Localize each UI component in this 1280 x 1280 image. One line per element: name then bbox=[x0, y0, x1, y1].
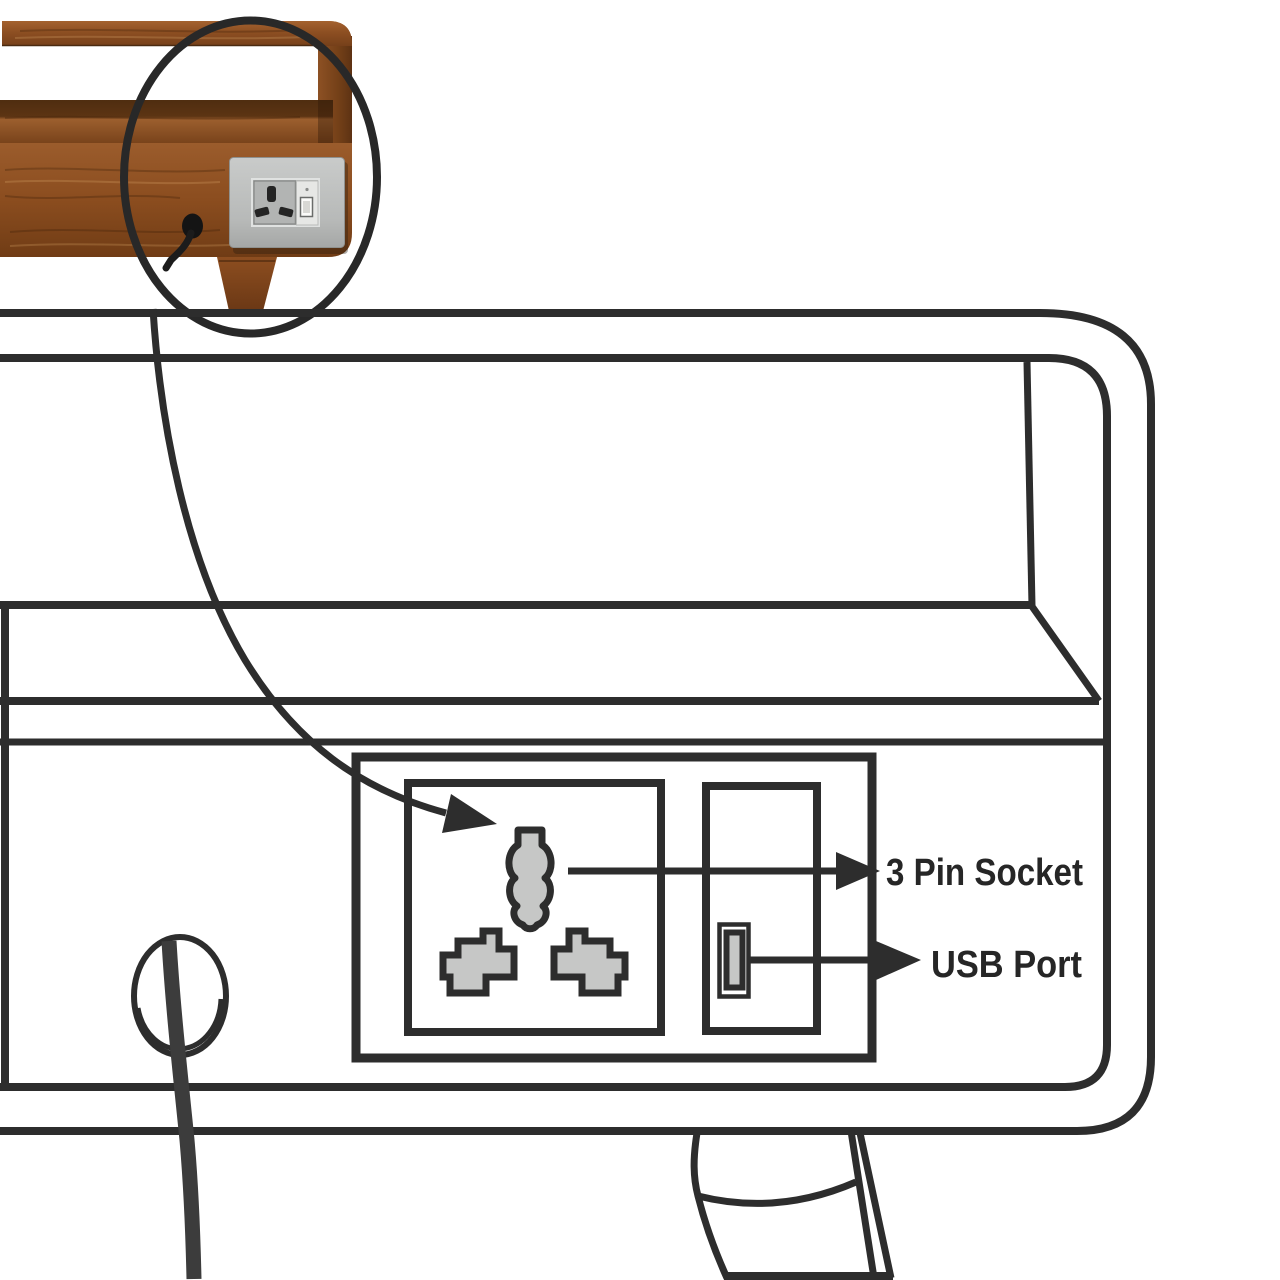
earth-pin-glyph-icon bbox=[505, 826, 555, 933]
label-3-pin-socket: 3 Pin Socket bbox=[886, 852, 1083, 894]
leg-right-inner-edge bbox=[847, 1130, 878, 1279]
photo-cable-hole bbox=[182, 213, 203, 239]
usb-tongue bbox=[303, 201, 310, 213]
usb-glyph-inner-icon bbox=[723, 929, 746, 991]
left-pin-glyph-icon bbox=[439, 927, 518, 997]
usb-box bbox=[702, 782, 821, 1035]
leg-left-edge bbox=[690, 1132, 731, 1280]
drawing-power-cable bbox=[161, 940, 202, 1280]
three-pin-box bbox=[404, 779, 665, 1036]
leg-right-outer-edge bbox=[856, 1132, 895, 1279]
photo-shelf bbox=[0, 100, 333, 143]
arrowhead-usb-icon bbox=[876, 941, 921, 980]
line-drawing bbox=[0, 308, 1155, 1280]
leg-joint-arc bbox=[697, 1178, 858, 1207]
photo-table-top-face bbox=[2, 21, 352, 46]
photo-3pin-holes bbox=[254, 186, 294, 218]
shelf-shadow bbox=[318, 100, 333, 143]
magnifier-arrowhead-icon bbox=[442, 794, 497, 833]
usb-led-dot bbox=[305, 187, 309, 192]
magnifier-circle-icon bbox=[120, 16, 381, 338]
right-pin-glyph-icon bbox=[550, 927, 629, 997]
photo-power-cable bbox=[162, 229, 195, 272]
photo-inset bbox=[0, 16, 381, 338]
table-outline-outer bbox=[0, 309, 1155, 1135]
photo-table-leg bbox=[217, 257, 277, 311]
label-usb-port: USB Port bbox=[931, 944, 1082, 986]
perspective-back-edge bbox=[1023, 361, 1036, 607]
magnifier-arrow-curve bbox=[149, 308, 447, 817]
wood-grain-light bbox=[4, 35, 306, 247]
shelf-perspective-diagonal bbox=[1028, 602, 1102, 704]
socket-detail-box bbox=[351, 752, 877, 1063]
wood-grain bbox=[4, 28, 301, 233]
table-outline-inner bbox=[0, 354, 1111, 1091]
arrowhead-3-pin-icon bbox=[836, 852, 880, 890]
